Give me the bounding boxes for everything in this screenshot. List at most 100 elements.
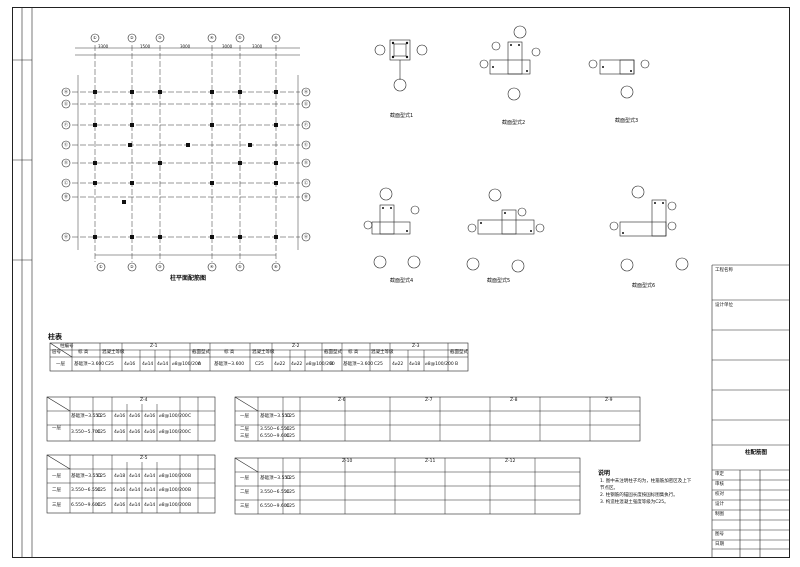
detail-6-label: 截面型式6 (632, 283, 656, 289)
t5-r2-floor: 二层 (52, 488, 61, 493)
tb-review: 审核 (715, 482, 724, 487)
t5-r1-elev: 基础顶~3.550 (71, 474, 102, 479)
dim-1: 3300 (98, 44, 109, 49)
t6-r3-floor: 三层 (240, 434, 249, 439)
notes-line-1: 1. 图中未注明柱子均为，柱箍筋加密区及上下 (600, 479, 692, 484)
t1-h-elev2: 标 高 (224, 350, 235, 355)
t10-r1-elev: 基础顶~3.550 (260, 476, 291, 481)
drawing-frame (12, 7, 790, 558)
axis-top-5: ⑤ (238, 35, 242, 40)
axis-top-3: ③ (158, 35, 162, 40)
t4-title: Z-4 (140, 398, 148, 403)
axis-bottom-6: ⑥ (274, 264, 278, 269)
tb-project: 工程名称 (715, 268, 733, 273)
t4-r2-c3: 4⌀16 (144, 430, 156, 435)
t5-r2-grade: C25 (97, 488, 106, 493)
notes-line-4: 3. 构造柱混凝土强度等级为C25。 (600, 500, 669, 505)
t1-h-grade: 混凝土等级 (102, 350, 125, 355)
t10-r2-grade: C25 (286, 490, 295, 495)
t1-h-grade2: 混凝土等级 (252, 350, 275, 355)
t4-r2-c2: 4⌀16 (129, 430, 141, 435)
t4-r1-c5: C (188, 414, 192, 419)
t10-title-z11: Z-11 (425, 459, 436, 464)
axis-left-4: Ⓔ (64, 142, 68, 147)
t10-r1-grade: C25 (286, 476, 295, 481)
t4-r2-c4: ⌀8@100/200 (159, 430, 188, 435)
t4-r1-c1: 4⌀16 (114, 414, 126, 419)
axis-left-5: Ⓓ (64, 160, 68, 165)
t5-r2-c3: 4⌀14 (144, 488, 156, 493)
t6-title-z7: Z-7 (425, 398, 433, 403)
t6-r2-grade: C25 (286, 427, 295, 432)
t5-r1-c5: B (188, 474, 192, 479)
t1-r1-c3: 4⌀14 (157, 362, 169, 367)
tb-drawing-name: 柱配筋图 (745, 450, 768, 456)
t4-r1-elev: 基础顶~3.550 (71, 414, 102, 419)
axis-left-1: Ⓗ (64, 89, 68, 94)
tb-designer: 设计单位 (715, 303, 733, 308)
t1-h-type1: 截面型式 (192, 350, 210, 355)
t6-r1-grade: C25 (286, 414, 295, 419)
axis-bottom-5: ⑤ (238, 264, 242, 269)
t5-r3-c3: 4⌀14 (144, 503, 156, 508)
t1-r1-c14: 4⌀22 (392, 362, 404, 367)
t1-r1-c7: C25 (255, 362, 264, 367)
axis-bottom-3: ③ (158, 264, 162, 269)
t6-r1-elev: 基础顶~3.550 (260, 414, 291, 419)
t1-h-type3: 截面型式 (450, 350, 468, 355)
axis-right-4: Ⓔ (304, 142, 308, 147)
dim-2: 1500 (140, 44, 151, 49)
t4-r1-grade: C25 (97, 414, 106, 419)
t5-r2-elev: 3.550~6.550 (71, 488, 101, 493)
axis-top-4: ④ (210, 35, 214, 40)
t10-r3-grade: C25 (286, 504, 295, 509)
t1-r1-c16: ⌀8@100/200 (425, 362, 454, 367)
axis-left-7: Ⓑ (64, 194, 68, 199)
axis-left-3: Ⓕ (64, 122, 68, 127)
t4-r2-c1: 4⌀16 (114, 430, 126, 435)
axis-right-6: Ⓒ (304, 180, 308, 185)
t5-r3-floor: 三层 (52, 503, 61, 508)
t1-h-z3: Z-3 (412, 344, 420, 349)
t5-r3-c1: 4⌀16 (114, 503, 126, 508)
t1-r1-c5: A (198, 362, 202, 367)
t4-r2-c5: C (188, 430, 192, 435)
detail-1-label: 截面型式1 (390, 113, 414, 119)
tb-approve: 审定 (715, 472, 724, 477)
t6-r2-elev: 3.550~6.550 (260, 427, 290, 432)
t4-r1-c3: 4⌀16 (144, 414, 156, 419)
column-table-title: 柱表 (48, 333, 62, 341)
t5-r2-c5: B (188, 488, 192, 493)
t1-r1-c17: B (455, 362, 459, 367)
t1-h-elev3: 标 高 (348, 350, 359, 355)
t4-r1-c2: 4⌀16 (129, 414, 141, 419)
tb-draft: 制图 (715, 512, 724, 517)
t1-col-no: 柱编号 (60, 344, 74, 349)
t6-title-z8: Z-8 (510, 398, 518, 403)
t5-r2-c4: ⌀8@100/200 (159, 488, 188, 493)
axis-top-1: ① (93, 35, 97, 40)
t5-r3-c4: ⌀8@100/200 (159, 503, 188, 508)
t1-r1-c1: 4⌀16 (124, 362, 136, 367)
t4-r1-floor: 一层 (52, 426, 61, 431)
t6-r3-grade: C25 (286, 434, 295, 439)
t5-r3-grade: C25 (97, 503, 106, 508)
t1-r1-c2: 4⌀14 (142, 362, 154, 367)
axis-bottom-1: ① (99, 264, 103, 269)
tb-drawing-no: 图号 (715, 532, 724, 537)
t10-r3-floor: 三层 (240, 504, 249, 509)
tb-check: 校对 (715, 492, 724, 497)
t5-r1-floor: 一层 (52, 474, 61, 479)
t1-r1-c9: 4⌀22 (291, 362, 303, 367)
t10-r3-elev: 6.550~9.600 (260, 504, 290, 509)
t1-r1-c6: 基础顶~3.600 (214, 362, 245, 367)
t5-r3-c2: 4⌀14 (129, 503, 141, 508)
t1-row-label: 层号 (52, 350, 61, 355)
t1-r1-c11: B (330, 362, 334, 367)
tb-design: 设计 (715, 502, 724, 507)
axis-left-2: Ⓖ (64, 101, 68, 106)
dim-4: 3000 (222, 44, 233, 49)
notes-line-3: 2. 柱钢筋的锚固长度按国标图集执行。 (600, 493, 678, 498)
axis-right-8: Ⓐ (304, 234, 308, 239)
